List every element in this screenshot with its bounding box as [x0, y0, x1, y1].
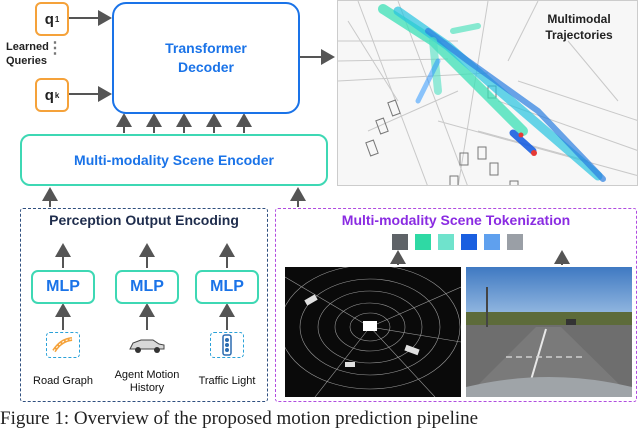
token-swatch: [484, 234, 500, 250]
lidar-points: [285, 267, 461, 397]
road-icon-graphic: [52, 337, 73, 353]
query-letter: q: [44, 86, 54, 104]
query-subscript: 1: [54, 14, 60, 24]
token-swatch: [438, 234, 454, 250]
trajectories-label: Multimodal Trajectories: [545, 12, 613, 42]
traffic-light-label: Traffic Light: [198, 375, 256, 387]
figure-caption: Figure 1: Overview of the proposed motio…: [0, 408, 479, 429]
road-graph-label: Road Graph: [33, 375, 93, 387]
token-swatch: [392, 234, 408, 250]
query-ellipsis: ⋮: [47, 40, 63, 57]
mlp-road-graph: MLP: [31, 270, 95, 304]
tokenization-panel: [275, 208, 637, 402]
road-icon: [46, 332, 80, 358]
query-letter: q: [44, 10, 54, 28]
token-swatch: [461, 234, 477, 250]
agent-motion-label: Agent Motion History: [114, 369, 180, 394]
scene-encoder: Multi-modality Scene Encoder: [20, 134, 328, 186]
perception-panel: [20, 208, 268, 402]
camera-scene: [466, 267, 632, 397]
token-swatch: [415, 234, 431, 250]
perception-title: Perception Output Encoding: [49, 212, 239, 228]
learned-queries-label: Learned Queries: [6, 40, 49, 68]
token-swatch: [507, 234, 523, 250]
tokenization-title: Multi-modality Scene Tokenization: [341, 212, 571, 228]
lidar-image: [285, 267, 461, 397]
car-icon-graphic: [129, 339, 165, 353]
trajectory-map-drawing: [338, 1, 637, 185]
camera-image: [466, 267, 632, 397]
transformer-decoder: Transformer Decoder: [112, 2, 300, 114]
traffic-light-icon: [210, 332, 244, 358]
trajectory-map: Multimodal Trajectories: [337, 0, 638, 186]
query-subscript: k: [54, 90, 60, 100]
car-icon: [124, 332, 170, 358]
mlp-traffic-light: MLP: [195, 270, 259, 304]
traffic-light-graphic: [222, 334, 232, 356]
mlp-agent-motion: MLP: [115, 270, 179, 304]
